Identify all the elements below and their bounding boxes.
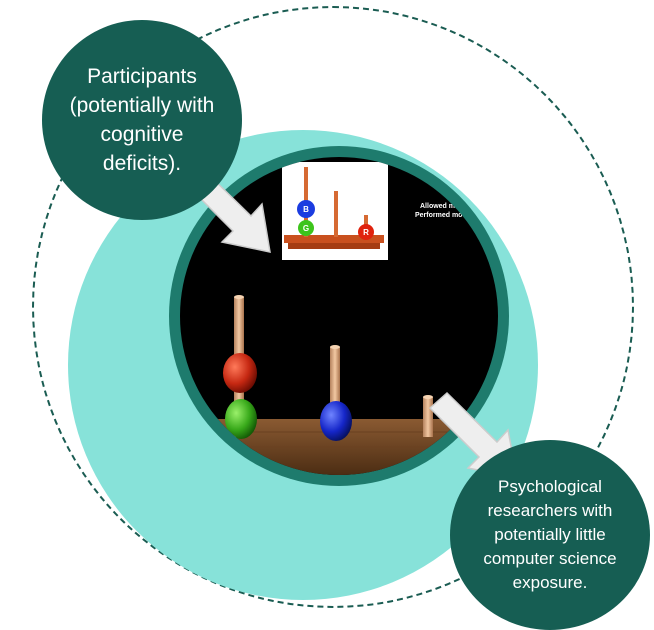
inset-red-label: R — [363, 228, 369, 237]
participants-bubble: Participants (potentially with cognitive… — [42, 20, 242, 220]
goal-configuration-inset: B G R — [282, 162, 388, 260]
researchers-bubble: Psychological researchers with potential… — [450, 440, 650, 630]
outer-dashed-ring — [32, 6, 634, 608]
blue-ball — [320, 401, 352, 441]
researchers-label: Psychological researchers with potential… — [483, 477, 617, 592]
allowed-moves-label: Allowed mo — [420, 203, 460, 210]
tower-game-scene: B G R — [180, 162, 498, 475]
inset-green-ball — [298, 220, 314, 236]
performed-moves-label: Performed mov — [415, 212, 467, 219]
right-peg — [423, 397, 433, 437]
inset-blue-ball — [297, 200, 315, 218]
middle-peg — [330, 347, 340, 437]
inset-green-label: G — [303, 224, 309, 233]
inset-blue-label: B — [303, 205, 309, 214]
participants-label: Participants (potentially with cognitive… — [69, 65, 215, 175]
green-ball — [225, 399, 257, 439]
red-ball — [223, 353, 257, 393]
inset-red-ball — [358, 224, 374, 240]
